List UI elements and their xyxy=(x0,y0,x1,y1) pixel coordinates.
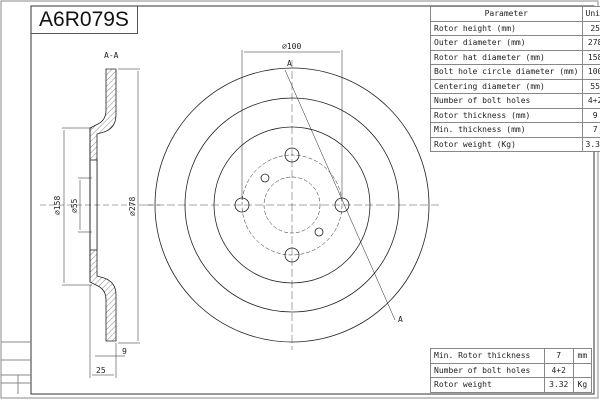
param: Min. thickness (mm) xyxy=(430,122,583,138)
param: Bolt hole circle diameter (mm) xyxy=(430,64,583,80)
param: Centering diameter (mm) xyxy=(430,78,583,94)
value: 278 xyxy=(581,35,600,51)
locating-hole xyxy=(260,173,270,183)
value: 25 xyxy=(581,20,600,36)
value: 9 xyxy=(581,107,600,123)
table-row: Rotor weight (Kg)3.32 xyxy=(430,136,600,152)
table-row: Rotor hat diameter (mm)158 xyxy=(430,49,600,65)
value: 7 xyxy=(581,122,600,138)
param: Number of bolt holes xyxy=(430,362,545,378)
param: Rotor height (mm) xyxy=(430,20,583,36)
table-row: Min. thickness (mm)7 xyxy=(430,122,600,138)
dim-height: 25 xyxy=(96,366,106,375)
table-header-row: Parameter Unit xyxy=(430,6,600,22)
part-number: A6R079S xyxy=(31,6,138,34)
title-block-grid xyxy=(1,341,31,394)
table-row: Outer diameter (mm)278 xyxy=(430,35,600,51)
param: Number of bolt holes xyxy=(430,93,583,109)
value: 4+2 xyxy=(581,93,600,109)
value: 3.32 xyxy=(543,377,574,393)
dim-thickness: 9 xyxy=(122,347,127,356)
section-view xyxy=(40,68,160,378)
param: Rotor weight (Kg) xyxy=(430,136,583,152)
value: 7 xyxy=(543,348,574,364)
value: 3.32 xyxy=(581,136,600,152)
unit: mm xyxy=(572,348,593,364)
unit: Kg xyxy=(572,377,593,393)
header-parameter: Parameter xyxy=(430,6,583,22)
table-row: Rotor height (mm)25 xyxy=(430,20,600,36)
value: 55 xyxy=(581,78,600,94)
value: 158 xyxy=(581,49,600,65)
dim-center-diameter: ⌀55 xyxy=(70,198,79,213)
param: Rotor thickness (mm) xyxy=(430,107,583,123)
spec-table: Parameter Unit Rotor height (mm)25 Outer… xyxy=(430,6,600,152)
locating-hole xyxy=(314,227,324,237)
table-row: Rotor thickness (mm)9 xyxy=(430,107,600,123)
header-unit: Unit xyxy=(581,6,600,22)
table-row: Bolt hole circle diameter (mm)100 xyxy=(430,64,600,80)
value: 100 xyxy=(581,64,600,80)
param: Rotor weight xyxy=(430,377,545,393)
dim-bolt-circle: ⌀100 xyxy=(282,42,301,51)
dim-hat-diameter: ⌀158 xyxy=(53,196,62,215)
table-row: Centering diameter (mm)55 xyxy=(430,78,600,94)
dim-outer-diameter: ⌀278 xyxy=(128,197,137,216)
value: 4+2 xyxy=(543,362,574,378)
section-mark-top: A xyxy=(287,59,292,68)
section-mark-bottom: A xyxy=(398,315,403,324)
section-label: A-A xyxy=(104,51,119,60)
inner-border xyxy=(30,5,595,395)
param: Outer diameter (mm) xyxy=(430,35,583,51)
unit xyxy=(572,362,593,378)
param: Min. Rotor thickness xyxy=(430,348,545,364)
param: Rotor hat diameter (mm) xyxy=(430,49,583,65)
front-view xyxy=(145,50,440,350)
